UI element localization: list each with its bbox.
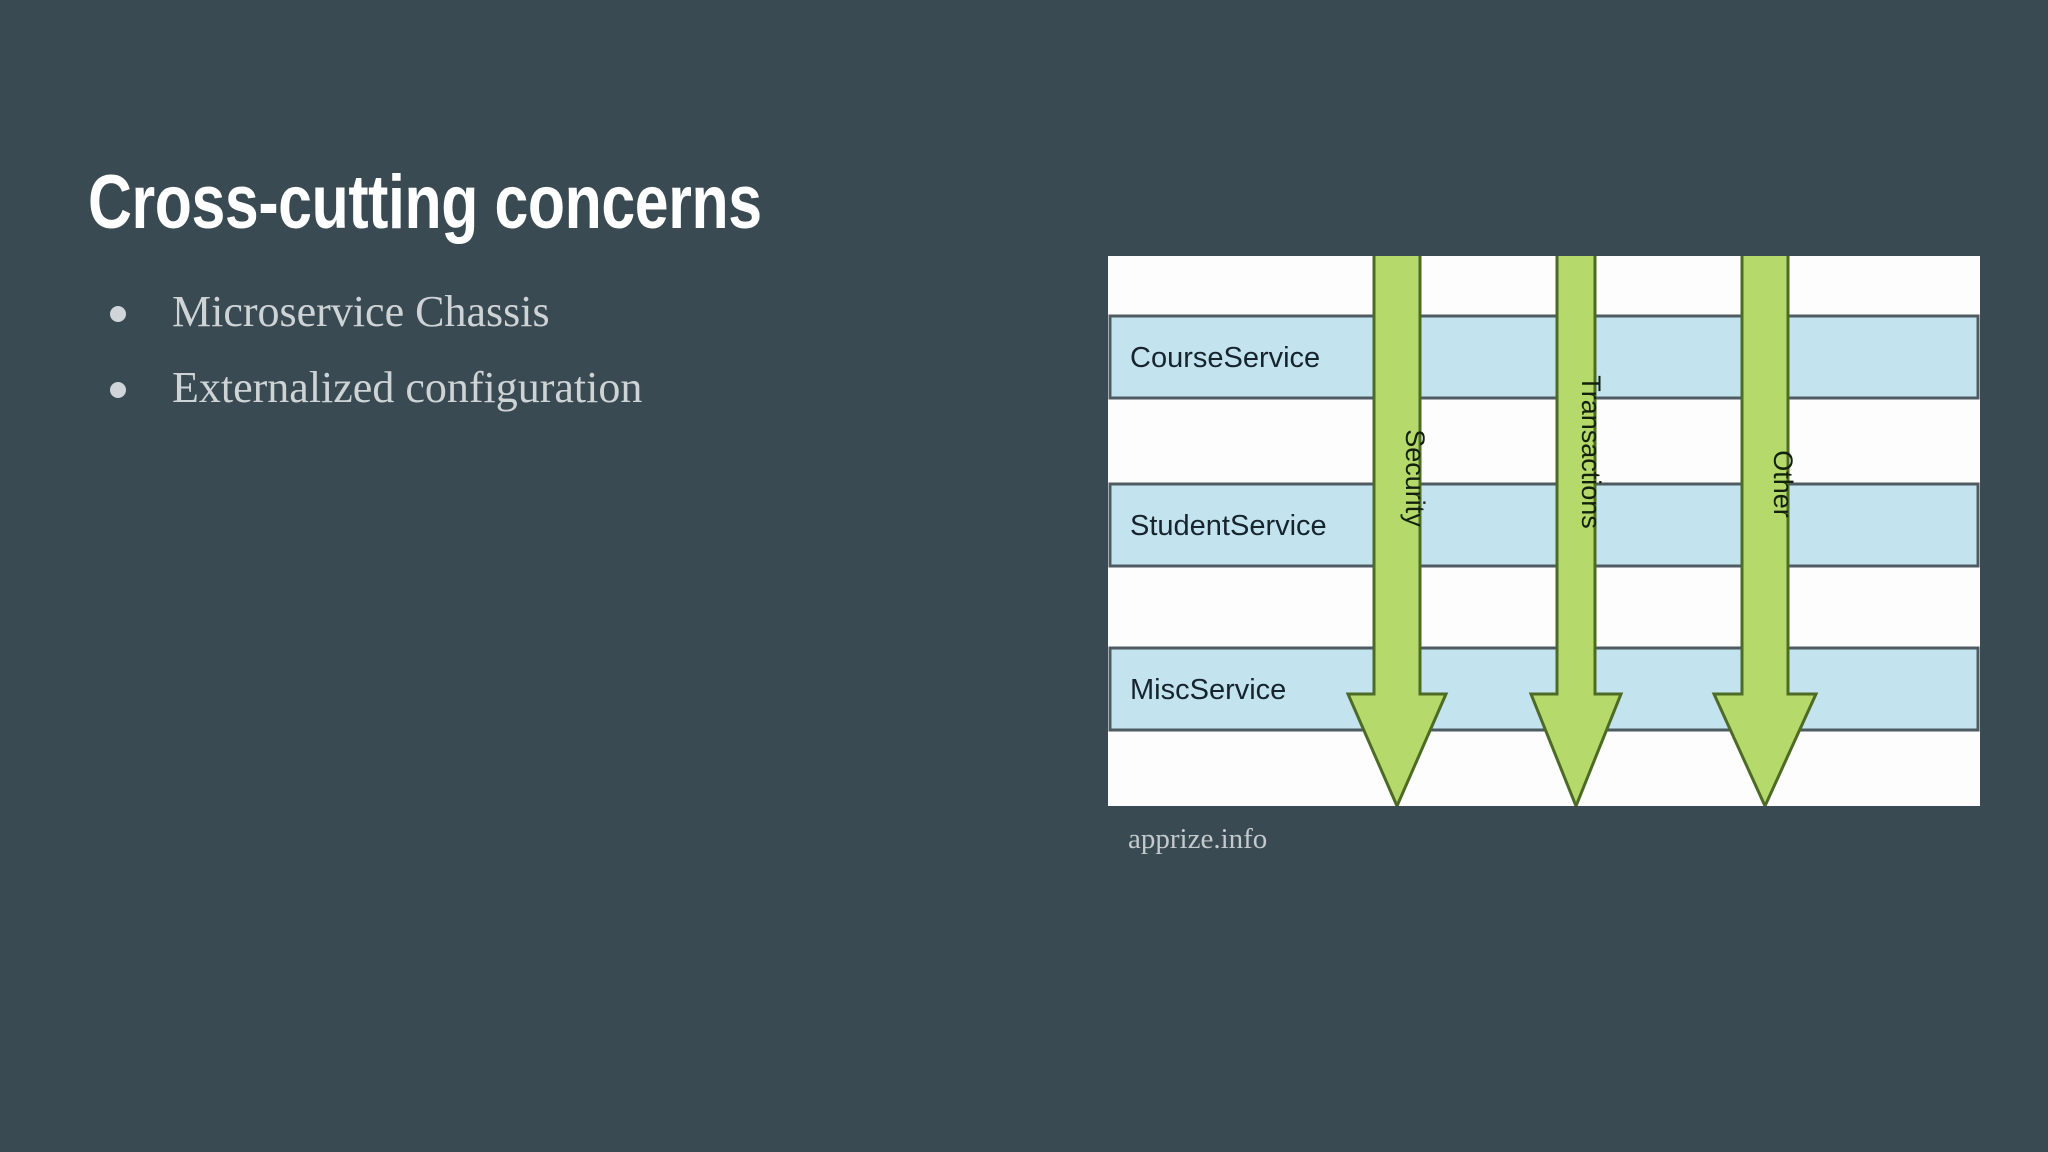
service-bar-student: StudentService [1108, 482, 1980, 568]
service-bar-label: StudentService [1130, 510, 1327, 542]
service-bar-label: MiscService [1130, 674, 1286, 706]
service-bar-rect [1108, 314, 1980, 400]
figure-image: CourseService StudentService MiscService… [1108, 256, 1980, 806]
arrow-shape [1711, 256, 1819, 806]
service-bar-rect [1108, 482, 1980, 568]
bullet-list: Microservice Chassis Externalized config… [110, 286, 990, 438]
service-bar-label: CourseService [1130, 342, 1320, 374]
page-title: Cross-cutting concerns [88, 159, 762, 245]
cross-cutting-arrow-security: Security [1345, 256, 1449, 806]
bullet-dot-icon [110, 306, 126, 322]
cross-cutting-arrow-transactions: Transactions [1528, 256, 1624, 806]
figure-caption: apprize.info [1128, 823, 1268, 855]
arrow-label: Other [1768, 450, 1798, 518]
cross-cutting-concerns-diagram: CourseService StudentService MiscService… [1108, 256, 1980, 806]
figure-canvas: CourseService StudentService MiscService… [1108, 256, 1980, 806]
service-bar-course: CourseService [1108, 314, 1980, 400]
list-item: Externalized configuration [110, 362, 990, 414]
arrow-shape [1345, 256, 1449, 806]
list-item: Microservice Chassis [110, 286, 990, 338]
arrow-label: Security [1400, 429, 1430, 527]
cross-cutting-arrow-other: Other [1711, 256, 1819, 806]
bullet-dot-icon [110, 382, 126, 398]
bullet-label: Microservice Chassis [172, 287, 550, 336]
arrow-label: Transactions [1576, 375, 1606, 529]
arrow-shape [1528, 256, 1624, 806]
bullet-label: Externalized configuration [172, 363, 643, 412]
